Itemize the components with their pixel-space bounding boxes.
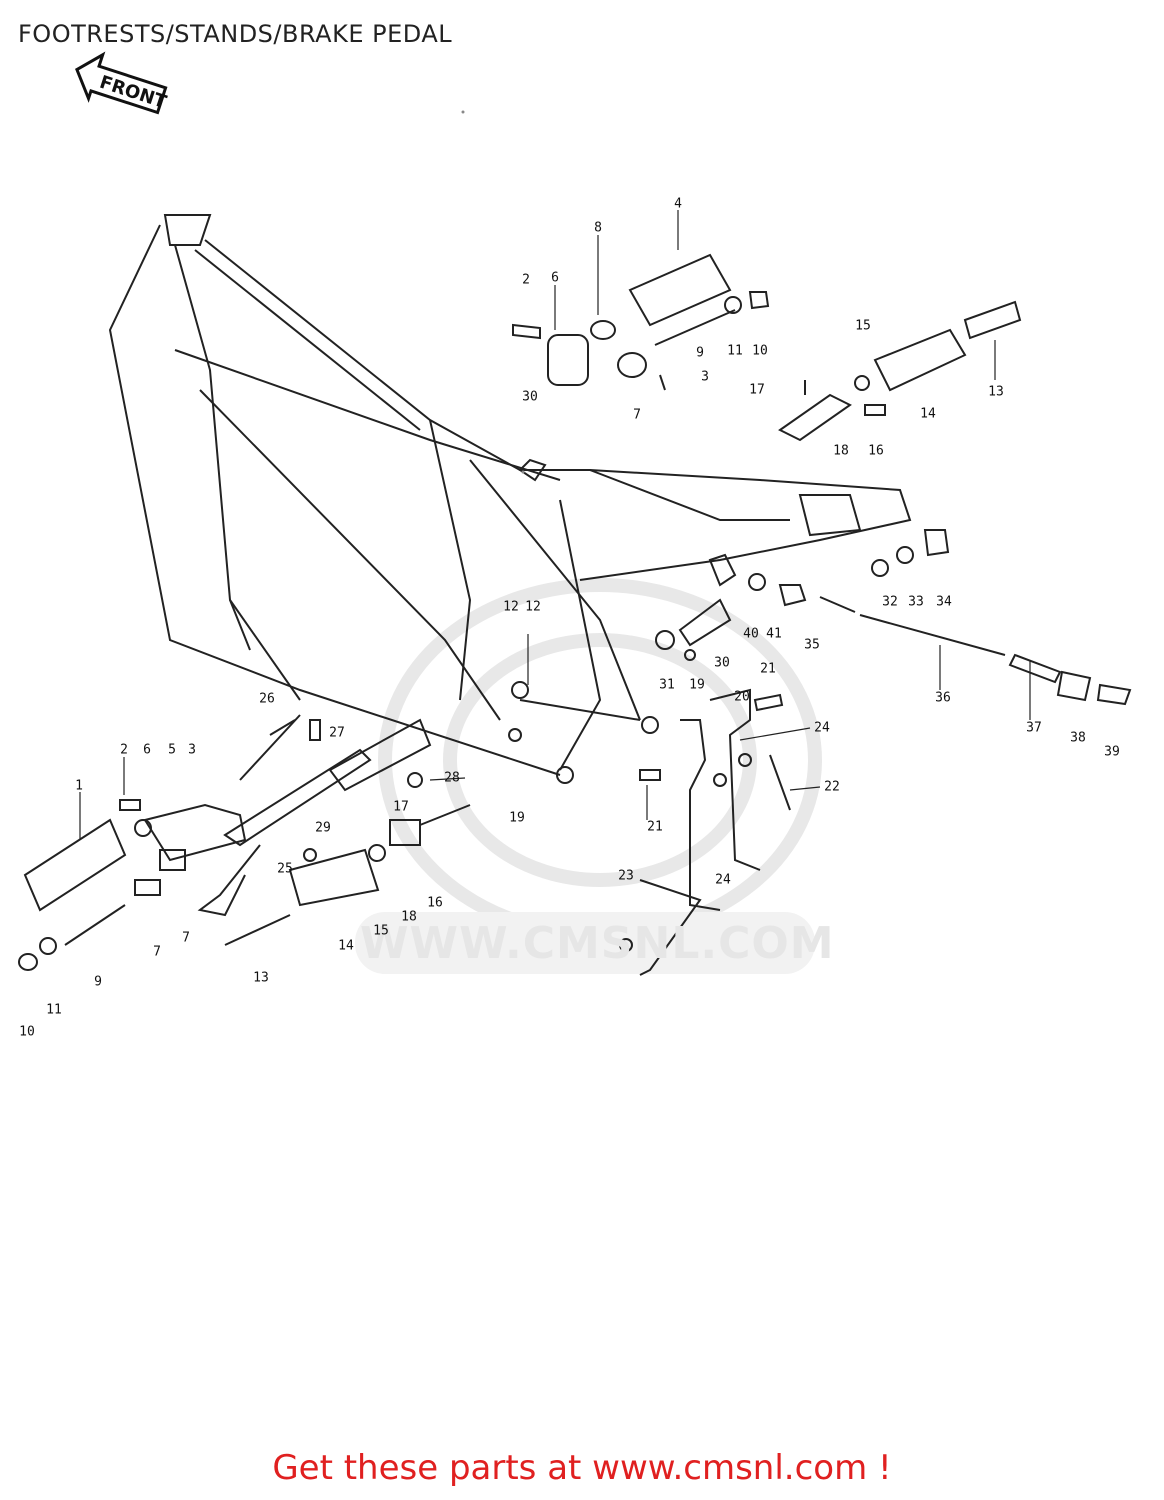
footer-link[interactable]: Get these parts at www.cmsnl.com ! [272, 1448, 892, 1488]
callout-c5: 5 [168, 742, 176, 758]
callout-c14a: 14 [920, 406, 936, 422]
callout-c12a: 12 [503, 599, 519, 615]
watermark-url-band [355, 912, 815, 974]
rear-footpeg-assembly-upper [512, 253, 770, 391]
callout-c13b: 13 [253, 970, 269, 986]
callout-c2a: 2 [522, 272, 530, 288]
callout-c33: 33 [908, 594, 924, 610]
callout-c19b: 19 [509, 810, 525, 826]
callout-c17b: 17 [393, 799, 409, 815]
callout-c34: 34 [936, 594, 952, 610]
callout-c20: 20 [734, 689, 750, 705]
callout-c7c: 7 [153, 944, 161, 960]
callout-c13a: 13 [988, 384, 1004, 400]
callout-c18b: 18 [401, 909, 417, 925]
callout-c30b: 30 [714, 655, 730, 671]
callout-c14b: 14 [338, 938, 354, 954]
callout-c7a: 7 [633, 407, 641, 423]
callout-c21b: 21 [647, 819, 663, 835]
front-arrow-icon: FRONT [75, 51, 170, 115]
callout-c40: 40 [743, 626, 759, 642]
callout-c28: 28 [444, 770, 460, 786]
callout-c30a: 30 [522, 389, 538, 405]
rider-footpeg-and-brake-pedal [18, 681, 659, 971]
callout-c17a: 17 [749, 382, 765, 398]
callout-c19a: 19 [689, 677, 705, 693]
callout-c23: 23 [618, 868, 634, 884]
callout-c35: 35 [804, 637, 820, 653]
center-stand-assembly [619, 688, 791, 976]
callout-c6b: 6 [143, 742, 151, 758]
callout-c18a: 18 [833, 443, 849, 459]
callout-c3a: 3 [701, 369, 709, 385]
callout-c16b: 16 [427, 895, 443, 911]
callout-c3b: 3 [188, 742, 196, 758]
callout-c8a: 8 [594, 220, 602, 236]
callout-c12b: 12 [525, 599, 541, 615]
callout-c11b: 11 [46, 1002, 62, 1018]
callout-c36: 36 [935, 690, 951, 706]
callout-c32: 32 [882, 594, 898, 610]
callout-c6a: 6 [551, 270, 559, 286]
callout-c27: 27 [329, 725, 345, 741]
callout-c15b: 15 [373, 923, 389, 939]
callout-c16a: 16 [868, 443, 884, 459]
motorcycle-frame [108, 214, 912, 776]
callout-c9a: 9 [696, 345, 704, 361]
callout-c4: 4 [674, 196, 682, 212]
callout-c9b: 9 [94, 974, 102, 990]
callout-c41: 41 [766, 626, 782, 642]
callout-c2b: 2 [120, 742, 128, 758]
callout-c25: 25 [277, 861, 293, 877]
callout-c1: 1 [75, 778, 83, 794]
callout-c21a: 21 [760, 661, 776, 677]
callout-c10a: 10 [752, 343, 768, 359]
callout-c37: 37 [1026, 720, 1042, 736]
callout-c7b: 7 [182, 930, 190, 946]
callout-c29: 29 [315, 820, 331, 836]
callout-c38: 38 [1070, 730, 1086, 746]
callout-c24b: 24 [715, 872, 731, 888]
pillion-footpeg-assembly [778, 300, 1022, 442]
watermark-url: WWW.CMSNL.COM [360, 918, 835, 969]
callout-c11a: 11 [727, 343, 743, 359]
callout-c22: 22 [824, 779, 840, 795]
brake-rod-assembly [518, 458, 1132, 706]
callout-c31: 31 [659, 677, 675, 693]
callout-c15a: 15 [855, 318, 871, 334]
callout-c24a: 24 [814, 720, 830, 736]
callout-leaders [79, 210, 1031, 840]
page-title: FOOTRESTS/STANDS/BRAKE PEDAL [18, 20, 453, 48]
callout-c10b: 10 [19, 1024, 35, 1040]
callout-c39: 39 [1104, 744, 1120, 760]
callout-c26: 26 [259, 691, 275, 707]
